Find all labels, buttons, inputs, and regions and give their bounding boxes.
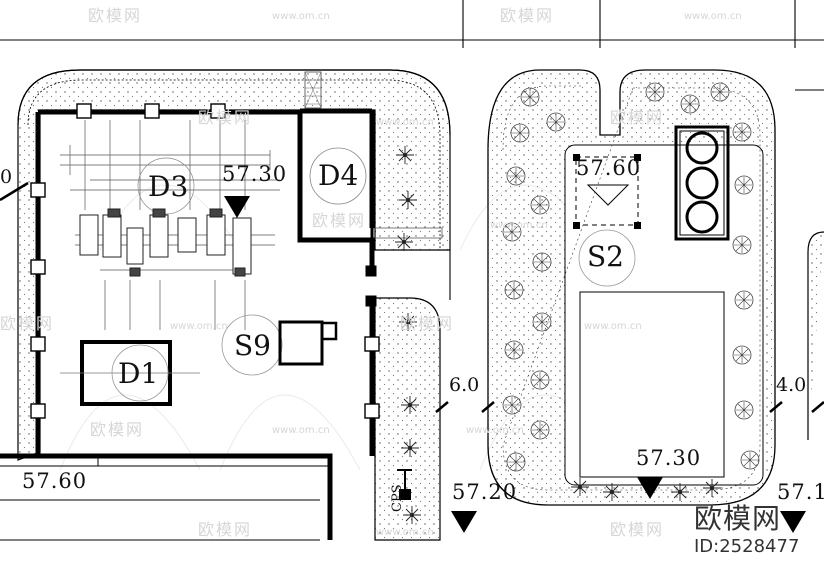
- road-width-ticks: [435, 401, 824, 413]
- zone-label-d1: D1: [118, 357, 159, 390]
- lower-planting-strip: [374, 297, 441, 541]
- brand-id: ID:2528477: [694, 536, 800, 557]
- elevation-label: 57.60: [576, 156, 642, 180]
- watermark-text: 欧模网: [400, 314, 455, 333]
- triple-circle-unit: [674, 125, 730, 241]
- elevation-label: 57.30: [222, 162, 288, 186]
- brand-logo-text: 欧模网: [694, 502, 782, 535]
- equipment-units: [79, 208, 252, 277]
- watermark-text: 欧模网: [0, 314, 55, 333]
- hatch-bar: [304, 71, 322, 109]
- cps-label: CPS: [390, 484, 405, 512]
- watermark-url: www.om.cn: [584, 321, 642, 332]
- middle-planting-ring: [487, 69, 776, 506]
- watermark-url: www.om.cn: [272, 11, 330, 22]
- watermark-url: www.om.cn: [466, 425, 524, 436]
- road-edges: [0, 0, 824, 300]
- watermark-text: 欧模网: [198, 108, 253, 127]
- elevation-label: 57.1: [777, 480, 824, 504]
- s9-equipment: [278, 320, 324, 366]
- watermark-text: 欧模网: [610, 108, 665, 127]
- watermark-url: www.om.cn: [490, 220, 548, 231]
- room-d4: [298, 110, 374, 242]
- watermark-text: 欧模网: [500, 6, 555, 25]
- road-width-label: 4.0: [776, 374, 807, 396]
- watermark-text: 欧模网: [88, 6, 143, 25]
- watermark-url: www.om.cn: [684, 11, 742, 22]
- road-width-label: 0: [0, 166, 13, 188]
- watermark-url: www.om.cn: [376, 117, 434, 128]
- elevation-label: 57.20: [452, 480, 518, 504]
- road-width-label: 6.0: [449, 374, 480, 396]
- watermark-text: 欧模网: [610, 520, 665, 539]
- s2-marker: [573, 154, 641, 287]
- column-markers: [30, 103, 380, 419]
- elevation-label: 57.30: [636, 446, 702, 470]
- zone-label-s2: S2: [587, 240, 624, 273]
- watermark-text: 欧模网: [198, 520, 253, 539]
- zone-label-s9: S9: [234, 329, 271, 362]
- zone-label-d4: D4: [318, 159, 359, 192]
- watermark-url: www.om.cn: [376, 527, 434, 538]
- watermark-text: 欧模网: [90, 420, 145, 439]
- watermark-url: www.om.cn: [170, 321, 228, 332]
- watermark-url: www.om.cn: [272, 425, 330, 436]
- cps-symbol: [397, 469, 412, 500]
- s9-circle: [221, 314, 283, 376]
- watermark-text: 欧模网: [312, 211, 367, 230]
- zone-label-d3: D3: [148, 170, 189, 203]
- left-planting-strip: [17, 69, 451, 461]
- elevation-label: 57.60: [22, 469, 88, 493]
